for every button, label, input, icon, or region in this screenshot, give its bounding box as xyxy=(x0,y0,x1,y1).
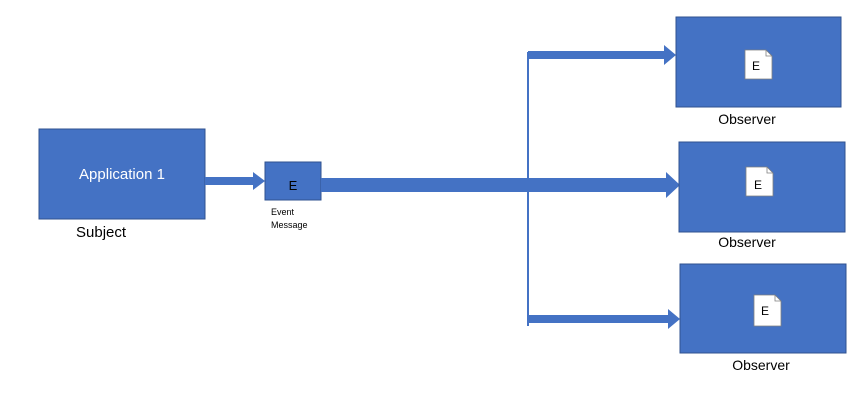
arrow-head xyxy=(666,172,680,198)
observer-node-1: E xyxy=(675,16,842,108)
arrow-shaft xyxy=(205,177,253,185)
event-box xyxy=(264,161,322,201)
subject-node: Application 1 xyxy=(38,128,206,220)
arrow-to-observer-3 xyxy=(528,309,680,329)
arrow-subject-to-event xyxy=(205,172,265,190)
document-fold-icon xyxy=(766,167,773,174)
subject-box xyxy=(38,128,206,220)
observer-letter: E xyxy=(754,178,762,192)
arrow-shaft xyxy=(528,51,664,59)
observer-caption-3: Observer xyxy=(732,357,790,373)
arrow-to-observer-1 xyxy=(528,45,676,65)
arrow-shaft xyxy=(528,315,668,323)
observer-node-2: E xyxy=(678,141,846,233)
arrow-head xyxy=(253,172,265,190)
observer-node-3: E xyxy=(679,263,847,354)
event-letter: E xyxy=(289,178,298,193)
arrow-head xyxy=(668,309,680,329)
document-icon xyxy=(744,49,773,80)
document-fold-icon xyxy=(765,50,772,57)
arrow-shaft xyxy=(321,178,666,192)
observer-letter: E xyxy=(761,304,769,318)
event-caption-line1: Event xyxy=(271,207,295,217)
subject-title: Application 1 xyxy=(79,166,165,183)
arrow-head xyxy=(664,45,676,65)
subject-caption: Subject xyxy=(76,224,127,241)
event-node: E xyxy=(264,161,322,201)
document-fold-icon xyxy=(774,295,781,302)
arrow-event-to-observer-2 xyxy=(321,172,680,198)
document-icon xyxy=(745,166,774,197)
event-caption-line2: Message xyxy=(271,220,308,230)
observer-caption-1: Observer xyxy=(718,111,776,127)
observer-caption-2: Observer xyxy=(718,234,776,250)
observer-letter: E xyxy=(752,59,760,73)
document-icon xyxy=(753,294,782,327)
